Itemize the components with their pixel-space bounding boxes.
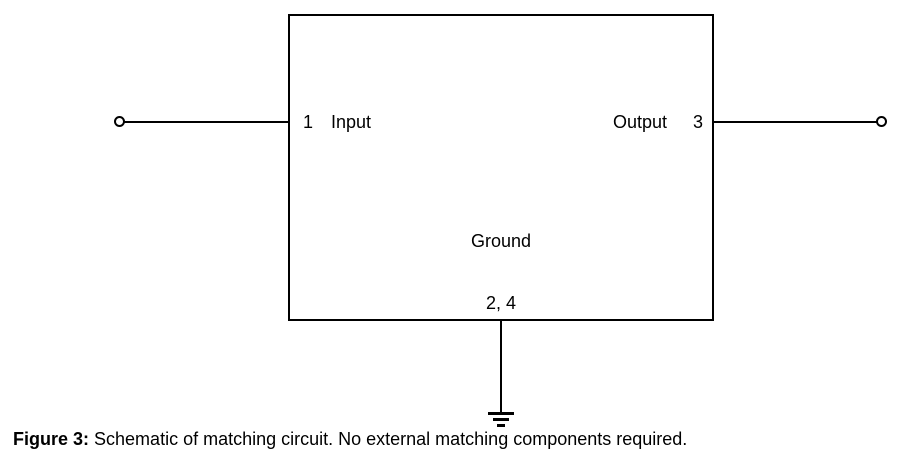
figure-caption-text: Schematic of matching circuit. No extern… [94, 429, 688, 449]
circuit-box [288, 14, 714, 321]
output-label: Output [613, 112, 668, 132]
figure-caption: Figure 3: Schematic of matching circuit.… [13, 429, 687, 451]
input-label: Input [331, 112, 372, 132]
pin-3-label: 3 [693, 112, 704, 132]
input-terminal [114, 116, 125, 127]
pin-1-label: 1 [303, 112, 314, 132]
ground-bar-medium [493, 418, 509, 421]
input-wire [123, 121, 289, 123]
ground-bar-long [488, 412, 514, 415]
ground-wire [500, 320, 502, 413]
ground-label: Ground [470, 231, 532, 251]
output-wire [713, 121, 877, 123]
figure-caption-label: Figure 3: [13, 429, 90, 449]
ground-pins-label: 2, 4 [485, 293, 517, 313]
ground-bar-short [497, 424, 505, 427]
output-terminal [876, 116, 887, 127]
